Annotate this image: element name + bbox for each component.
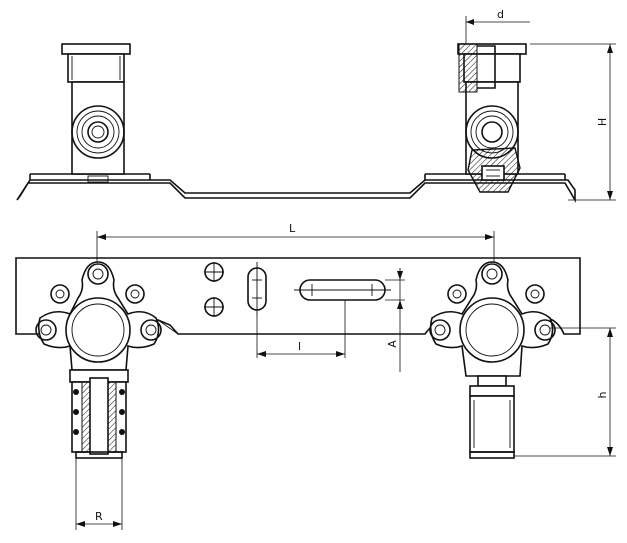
dimension-h: h bbox=[514, 327, 616, 457]
dimension-h-label: h bbox=[596, 391, 609, 398]
side-elevation-view: d H bbox=[16, 8, 616, 203]
dimension-H: H bbox=[530, 43, 616, 201]
mounting-plate-profile bbox=[16, 179, 576, 203]
horizontal-slot bbox=[294, 279, 405, 358]
dimension-d-label: d bbox=[497, 8, 504, 21]
dimension-H-label: H bbox=[596, 118, 609, 126]
left-elbow-front bbox=[35, 261, 162, 459]
right-elbow-side bbox=[457, 43, 527, 193]
dimension-L: L bbox=[96, 222, 495, 262]
center-holes bbox=[204, 262, 224, 317]
dimension-l: l bbox=[257, 340, 345, 357]
dimension-R: R bbox=[75, 458, 123, 530]
left-mounting-holes bbox=[50, 284, 145, 304]
dimension-A-label: A bbox=[386, 340, 399, 348]
right-mounting-holes bbox=[447, 284, 545, 304]
front-view: L bbox=[15, 222, 616, 530]
dimension-L-label: L bbox=[289, 222, 296, 235]
dimension-R-label: R bbox=[95, 510, 103, 523]
right-elbow-front bbox=[429, 261, 556, 459]
dimension-A: A bbox=[386, 268, 403, 372]
dimension-l-label: l bbox=[298, 340, 301, 353]
dimension-d: d bbox=[465, 8, 530, 44]
left-elbow-side bbox=[61, 43, 131, 183]
vertical-slot bbox=[247, 262, 267, 358]
